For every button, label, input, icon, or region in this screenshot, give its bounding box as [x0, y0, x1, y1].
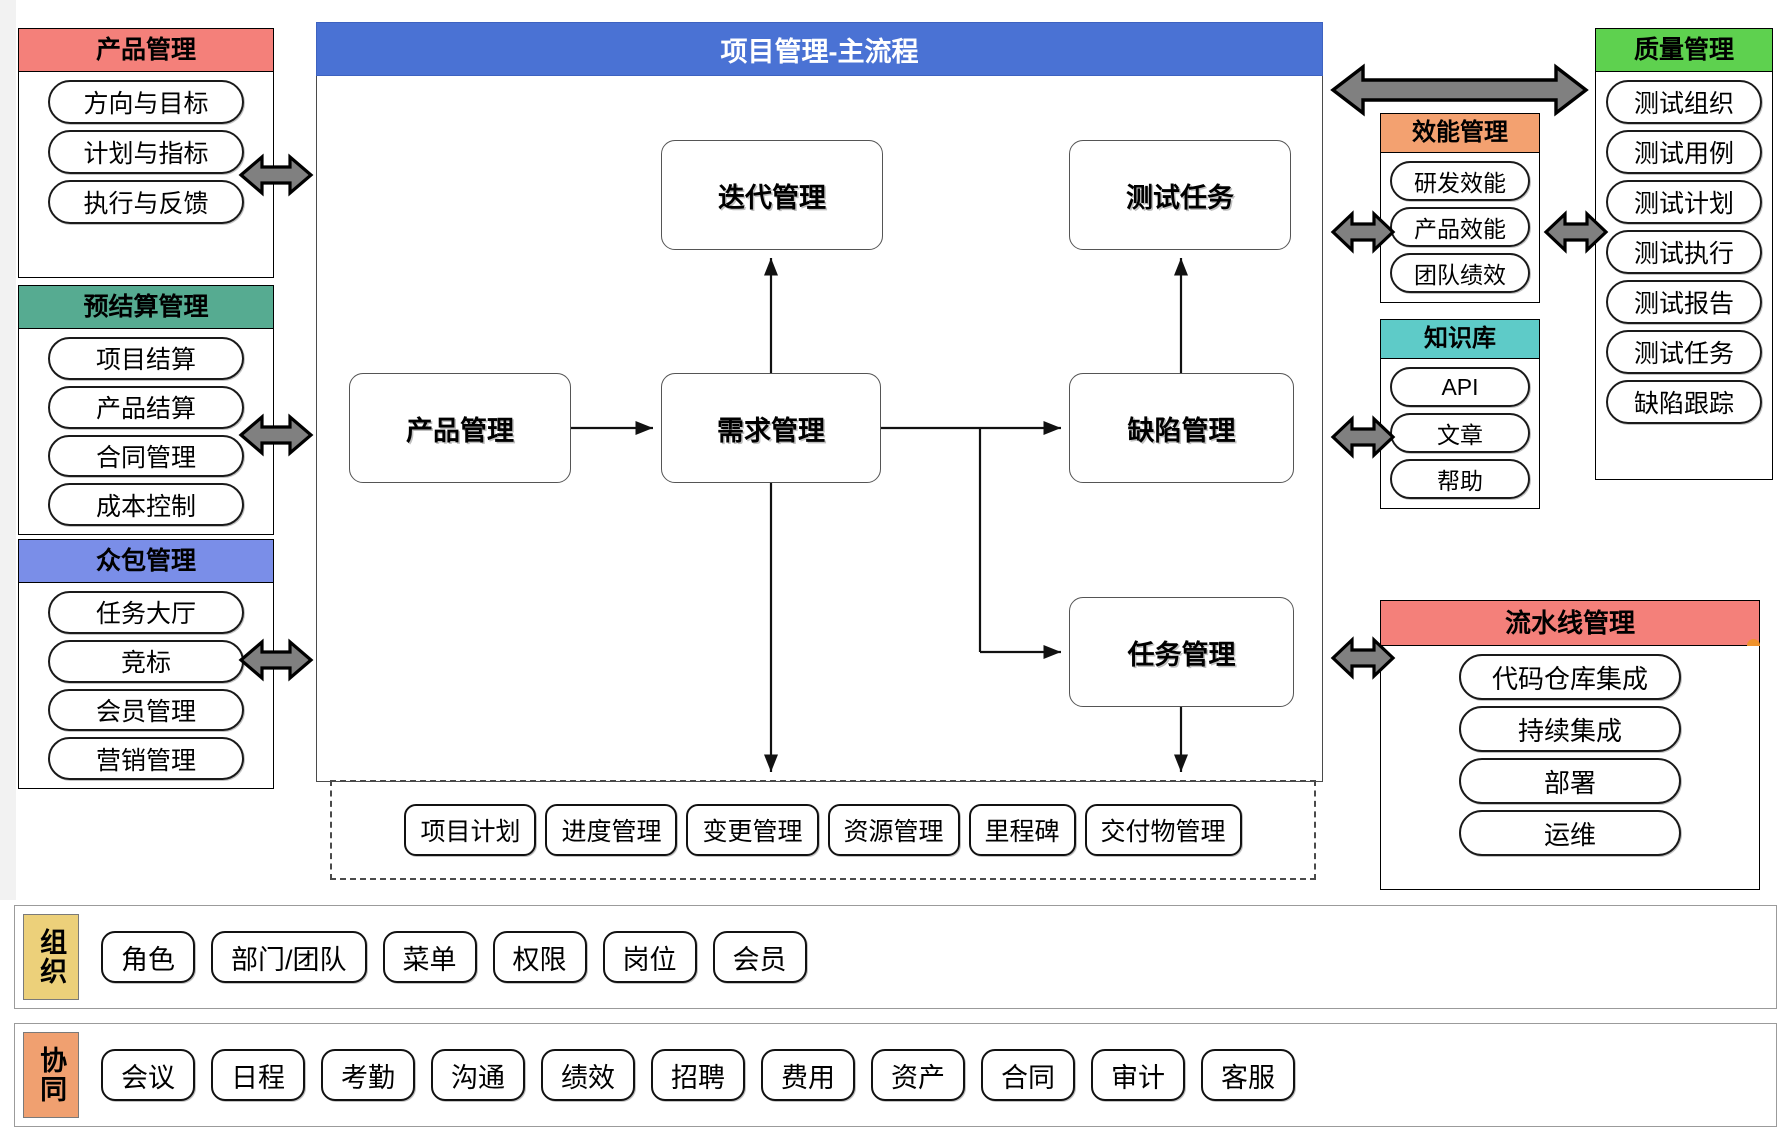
pill-cost-control[interactable]: 成本控制	[48, 483, 244, 526]
bottom-row-organization: 组织 角色 部门/团队 菜单 权限 岗位 会员	[14, 905, 1777, 1009]
pill-permission[interactable]: 权限	[492, 931, 587, 983]
row-items-organization: 角色 部门/团队 菜单 权限 岗位 会员	[79, 906, 1776, 1008]
node-test-task[interactable]: 测试任务	[1069, 140, 1291, 250]
pill-api[interactable]: API	[1390, 367, 1530, 407]
mainflow-title: 项目管理-主流程	[720, 36, 919, 67]
sub-pill-resource-management[interactable]: 资源管理	[827, 804, 960, 856]
pill-attendance[interactable]: 考勤	[321, 1049, 415, 1101]
pill-performance[interactable]: 绩效	[541, 1049, 635, 1101]
pill-member-management[interactable]: 会员管理	[48, 688, 244, 732]
pill-communication[interactable]: 沟通	[431, 1049, 525, 1101]
pill-recruitment[interactable]: 招聘	[651, 1049, 745, 1101]
pill-article[interactable]: 文章	[1390, 413, 1530, 453]
pill-member[interactable]: 会员	[712, 931, 807, 983]
mainflow-title-bar: 项目管理-主流程	[316, 22, 1323, 76]
sub-pill-project-plan[interactable]: 项目计划	[404, 804, 537, 856]
pill-test-case[interactable]: 测试用例	[1606, 130, 1762, 174]
panel-title-efficiency-management: 效能管理	[1412, 119, 1508, 146]
pill-project-settlement[interactable]: 项目结算	[48, 337, 244, 380]
pill-position[interactable]: 岗位	[602, 931, 697, 983]
node-product-management[interactable]: 产品管理	[349, 373, 571, 483]
panel-body-budget-settlement: 项目结算 产品结算 合同管理 成本控制	[18, 329, 274, 535]
pill-execution-feedback[interactable]: 执行与反馈	[48, 180, 244, 224]
panel-body-quality-management: 测试组织 测试用例 测试计划 测试执行 测试报告 测试任务 缺陷跟踪	[1595, 72, 1773, 480]
subprocess-items: 项目计划 进度管理 变更管理 资源管理 里程碑 交付物管理	[332, 782, 1314, 878]
pill-test-execution[interactable]: 测试执行	[1606, 230, 1762, 274]
page-background-left	[0, 0, 16, 900]
panel-title-budget-settlement: 预结算管理	[83, 292, 209, 321]
pill-department-team[interactable]: 部门/团队	[211, 931, 367, 983]
sub-pill-deliverable-management[interactable]: 交付物管理	[1084, 804, 1242, 856]
sub-pill-change-management[interactable]: 变更管理	[686, 804, 819, 856]
panel-header-product-management: 产品管理	[18, 28, 274, 72]
pill-customer-service[interactable]: 客服	[1201, 1049, 1295, 1101]
pill-deployment[interactable]: 部署	[1459, 758, 1681, 804]
pill-audit[interactable]: 审计	[1091, 1049, 1185, 1101]
pill-meeting[interactable]: 会议	[101, 1049, 195, 1101]
node-defect-management[interactable]: 缺陷管理	[1069, 373, 1294, 483]
pill-direction-goal[interactable]: 方向与目标	[48, 80, 244, 124]
node-task-management[interactable]: 任务管理	[1069, 597, 1294, 707]
pill-product-settlement[interactable]: 产品结算	[48, 385, 244, 429]
pill-contract[interactable]: 合同	[981, 1049, 1075, 1101]
sub-pill-milestone[interactable]: 里程碑	[968, 804, 1076, 856]
pill-code-repo-integration[interactable]: 代码仓库集成	[1459, 654, 1681, 700]
pill-marketing-management[interactable]: 营销管理	[48, 737, 244, 780]
pill-task-hall[interactable]: 任务大厅	[48, 591, 244, 634]
pill-expense[interactable]: 费用	[761, 1049, 855, 1101]
panel-title-knowledge-base: 知识库	[1424, 325, 1496, 352]
pill-schedule[interactable]: 日程	[211, 1049, 305, 1101]
bottom-row-collaboration: 协同 会议 日程 考勤 沟通 绩效 招聘 费用 资产 合同 审计 客服	[14, 1023, 1777, 1127]
panel-body-crowdsourcing: 任务大厅 竞标 会员管理 营销管理	[18, 583, 274, 789]
bidir-arrow-mainflow-to-quality-top	[1330, 63, 1589, 117]
panel-body-product-management: 方向与目标 计划与指标 执行与反馈	[18, 72, 274, 278]
pill-team-performance[interactable]: 团队绩效	[1390, 253, 1530, 293]
panel-header-quality-management: 质量管理	[1595, 28, 1773, 72]
pill-test-plan[interactable]: 测试计划	[1606, 180, 1762, 224]
panel-header-efficiency-management: 效能管理	[1380, 113, 1540, 153]
panel-body-pipeline-management: 代码仓库集成 持续集成 部署 运维	[1380, 646, 1760, 890]
pill-test-task[interactable]: 测试任务	[1606, 330, 1762, 374]
pill-menu[interactable]: 菜单	[382, 931, 477, 983]
row-tag-organization: 组织	[23, 914, 79, 1000]
panel-title-crowdsourcing: 众包管理	[95, 546, 196, 575]
panel-header-knowledge-base: 知识库	[1380, 319, 1540, 359]
panel-header-pipeline-management: 流水线管理	[1380, 600, 1760, 646]
subprocess-dashed-container: 项目计划 进度管理 变更管理 资源管理 里程碑 交付物管理	[330, 780, 1316, 880]
pill-test-report[interactable]: 测试报告	[1606, 280, 1762, 324]
panel-body-knowledge-base: API 文章 帮助	[1380, 359, 1540, 509]
node-iteration-management[interactable]: 迭代管理	[661, 140, 883, 250]
panel-title-pipeline-management: 流水线管理	[1504, 608, 1635, 638]
pill-contract-management[interactable]: 合同管理	[48, 434, 244, 478]
pill-rd-efficiency[interactable]: 研发效能	[1390, 161, 1530, 201]
pill-continuous-integration[interactable]: 持续集成	[1459, 706, 1681, 752]
pill-test-organization[interactable]: 测试组织	[1606, 80, 1762, 124]
pill-plan-metrics[interactable]: 计划与指标	[48, 130, 244, 174]
panel-header-crowdsourcing: 众包管理	[18, 539, 274, 583]
panel-header-budget-settlement: 预结算管理	[18, 285, 274, 329]
row-tag-collaboration: 协同	[23, 1032, 79, 1118]
pill-operations[interactable]: 运维	[1459, 810, 1681, 856]
panel-title-quality-management: 质量管理	[1633, 35, 1734, 64]
pill-bidding[interactable]: 竞标	[48, 639, 244, 683]
panel-body-efficiency-management: 研发效能 产品效能 团队绩效	[1380, 153, 1540, 303]
node-requirement-management[interactable]: 需求管理	[661, 373, 881, 483]
row-items-collaboration: 会议 日程 考勤 沟通 绩效 招聘 费用 资产 合同 审计 客服	[79, 1024, 1776, 1126]
pill-help[interactable]: 帮助	[1390, 459, 1530, 499]
pill-role[interactable]: 角色	[101, 931, 195, 983]
sub-pill-progress-management[interactable]: 进度管理	[545, 804, 678, 856]
pill-asset[interactable]: 资产	[871, 1049, 965, 1101]
pill-defect-tracking[interactable]: 缺陷跟踪	[1606, 380, 1762, 424]
pill-product-efficiency[interactable]: 产品效能	[1390, 207, 1530, 247]
panel-title-product-management: 产品管理	[95, 35, 196, 64]
